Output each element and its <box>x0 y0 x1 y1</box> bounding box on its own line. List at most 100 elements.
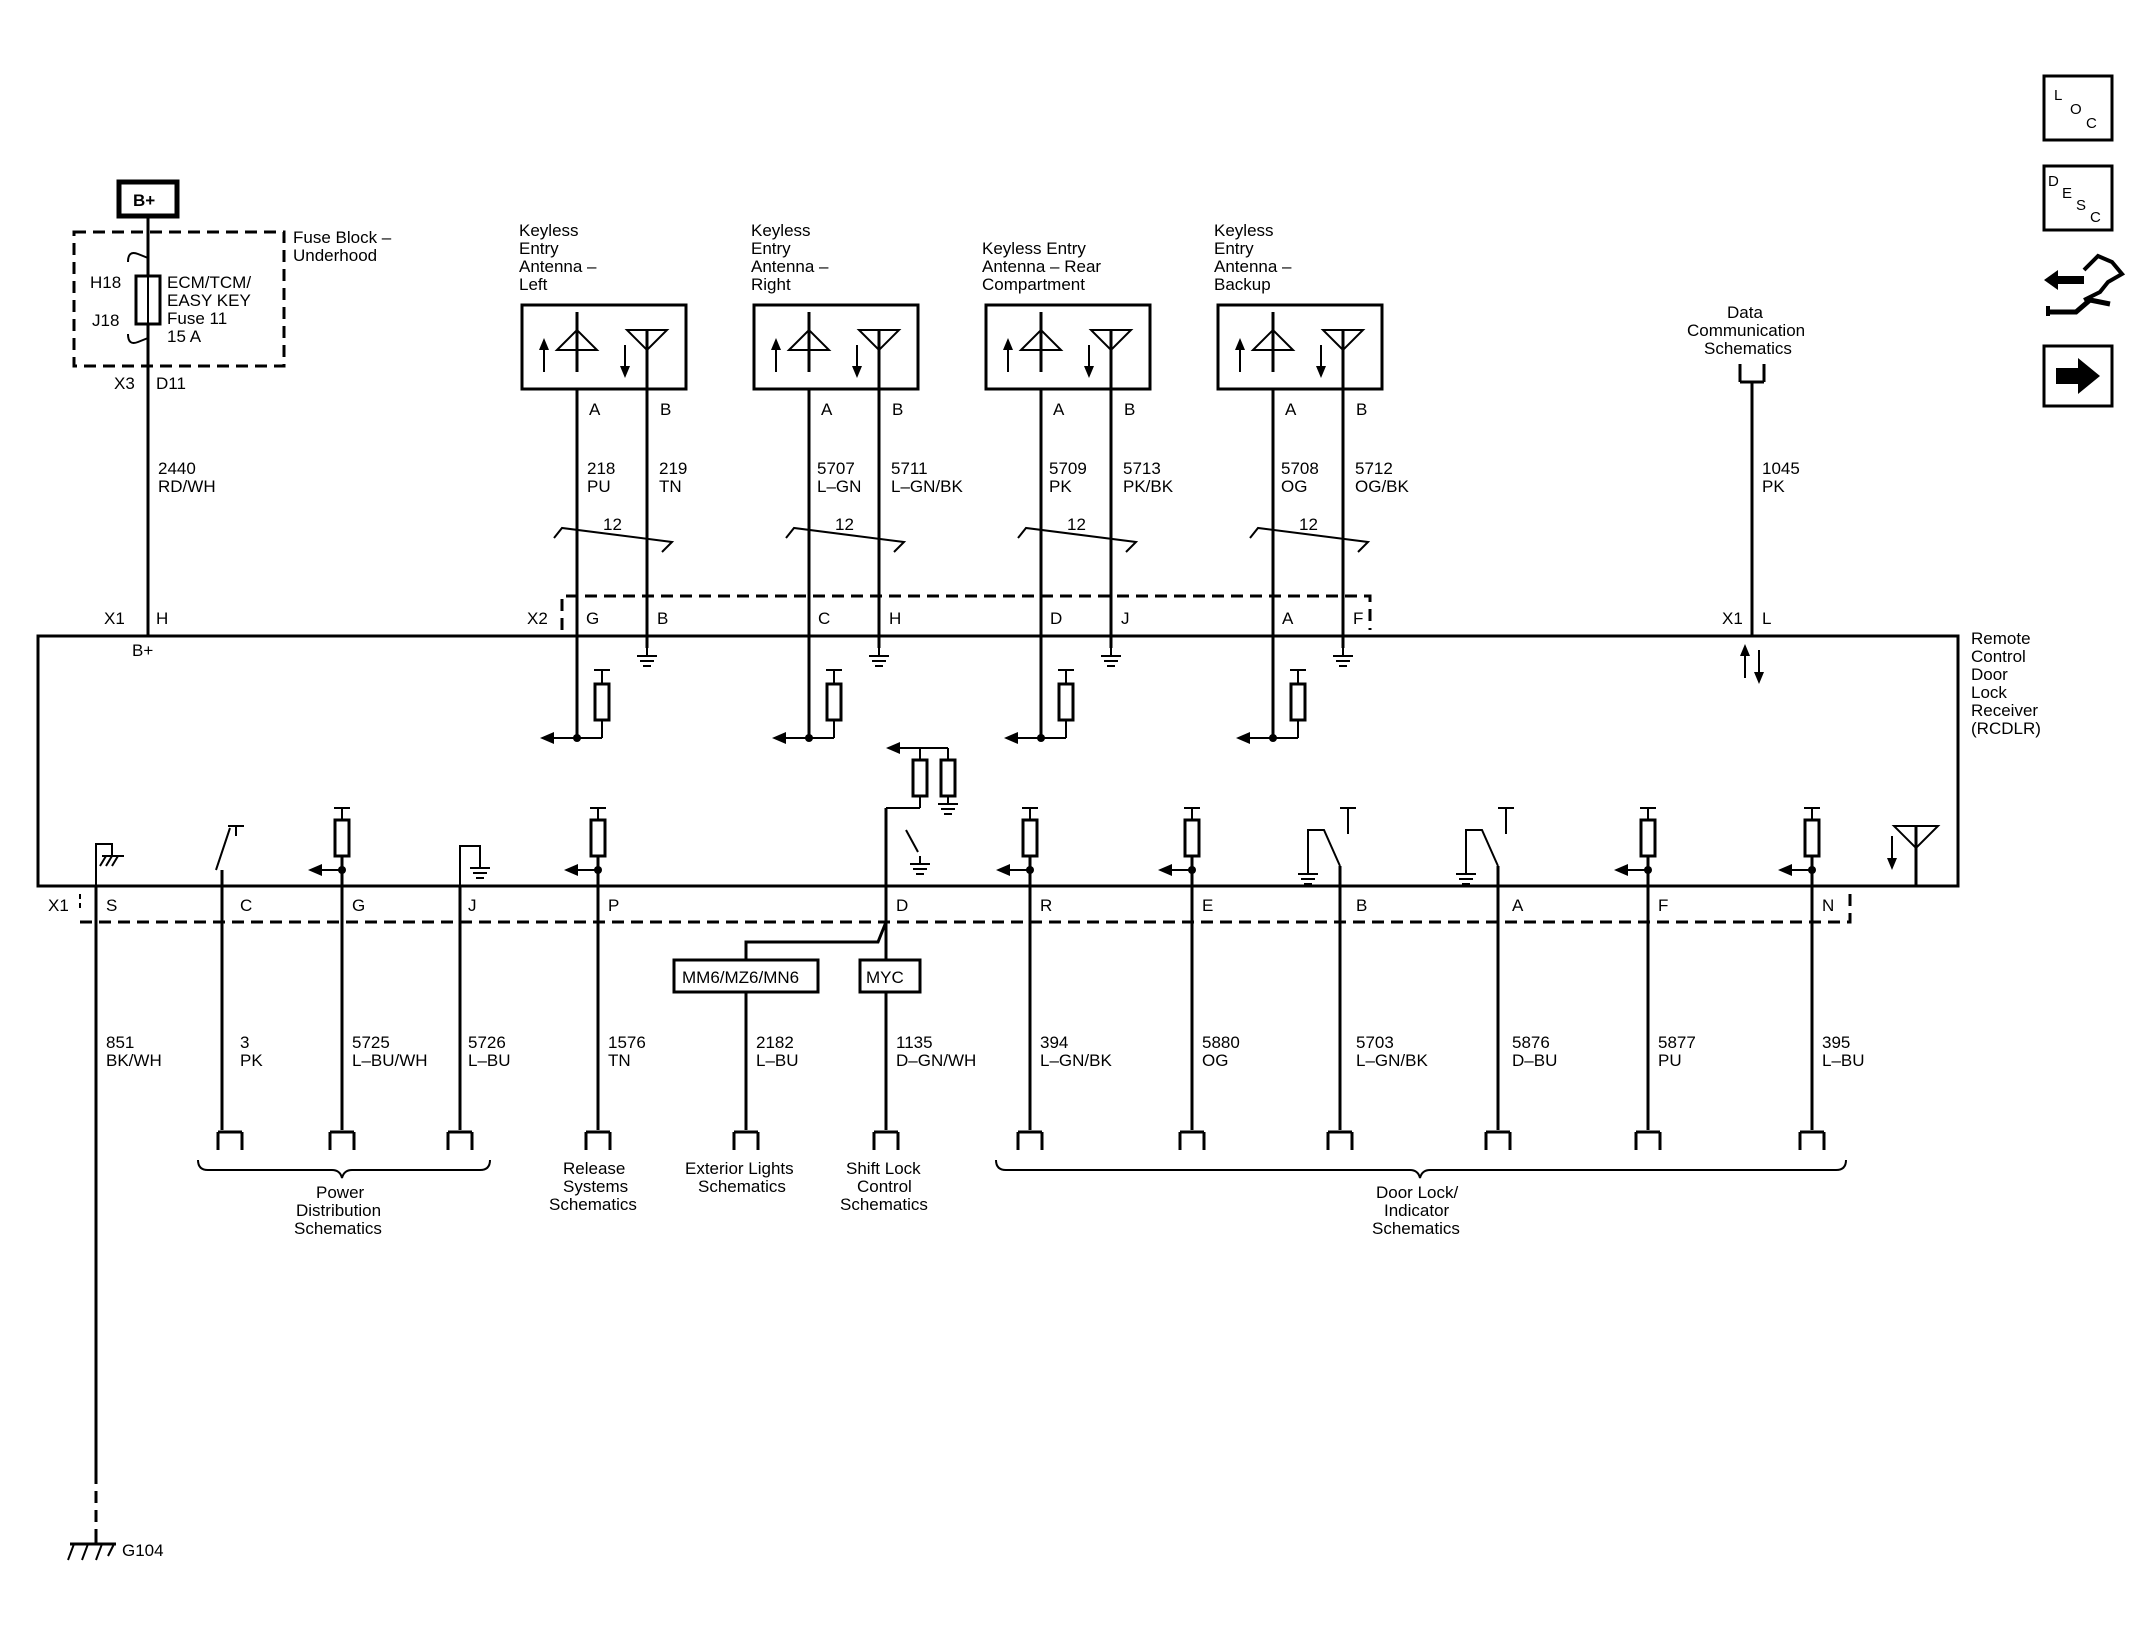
antenna-icon <box>1003 312 1134 389</box>
twist-count: 12 <box>1299 515 1318 534</box>
wire-circuit: 3 <box>240 1033 249 1052</box>
wire-b-circuit: 5712 <box>1355 459 1393 478</box>
dest-release-3: Schematics <box>549 1195 637 1214</box>
resistor <box>593 682 611 722</box>
shift-lock-internal <box>884 742 959 886</box>
antenna-rear-compartment: Keyless Entry Antenna – Rear Compartment… <box>982 239 1174 744</box>
antenna-pin-a: A <box>1053 400 1065 419</box>
wire-color: L–BU <box>468 1051 511 1070</box>
ground-label: G104 <box>122 1541 164 1560</box>
conn-x1-bottom: X1 <box>48 896 69 915</box>
antenna-pin-a: A <box>1285 400 1297 419</box>
data-comm-title-1: Data <box>1727 303 1763 322</box>
antenna-title-line: Left <box>519 275 548 294</box>
pin-b-circuit: B 5703 L–GN/BK <box>1297 807 1428 1152</box>
svg-text:S: S <box>2076 197 2086 214</box>
wire-1045-circuit: 1045 <box>1762 459 1800 478</box>
antenna-pin-a: A <box>589 400 601 419</box>
pin-r-circuit: R 394 L–GN/BK <box>996 807 1112 1152</box>
svg-text:O: O <box>2070 101 2082 118</box>
power-feed: B+ Fuse Block – Underhood H18 J18 ECM/TC… <box>72 179 392 660</box>
module-bplus: B+ <box>132 641 153 660</box>
pin-g-circuit: G 5725 L–BU/WH <box>308 807 428 1152</box>
pin-e-circuit: E 5880 OG <box>1158 807 1240 1152</box>
dest-door-lock-1: Door Lock/ <box>1376 1183 1458 1202</box>
antenna-box <box>984 303 1152 391</box>
antenna-title-line: Antenna – <box>1214 257 1292 276</box>
next-page-icon[interactable] <box>2042 344 2114 408</box>
wire-b-circuit: 219 <box>659 459 687 478</box>
fuse-name-1: ECM/TCM/ <box>167 273 251 292</box>
fuse-block-outline <box>72 230 286 368</box>
resistor <box>1057 682 1075 722</box>
antenna-title-line: Entry <box>1214 239 1254 258</box>
wire-color: D–BU <box>1512 1051 1557 1070</box>
bplus-label: B+ <box>133 191 155 210</box>
brace-power-distribution <box>197 1159 491 1179</box>
dest-shift-lock-1: Shift Lock <box>846 1159 921 1178</box>
antenna-title-line: Compartment <box>982 275 1085 294</box>
option-mm6-mz6-mn6: MM6/MZ6/MN6 2182 L–BU <box>672 958 820 1152</box>
wire-a-color: PU <box>587 477 611 496</box>
antenna-backup: Keyless Entry Antenna – Backup A B 5708 … <box>1214 221 1410 744</box>
pin-label: R <box>1040 896 1052 915</box>
wire-b-color: TN <box>659 477 682 496</box>
wire-a-color: PK <box>1049 477 1072 496</box>
wire-2182-color: L–BU <box>756 1051 799 1070</box>
wire-a-circuit: 5709 <box>1049 459 1087 478</box>
svg-text:L: L <box>2054 87 2062 104</box>
fuse-pin-j18: J18 <box>92 311 119 330</box>
svg-text:C: C <box>2086 115 2097 132</box>
wire-color: L–BU/WH <box>352 1051 428 1070</box>
antenna-title-line: Right <box>751 275 791 294</box>
wire-circuit: 1576 <box>608 1033 646 1052</box>
dest-power-distribution-2: Distribution <box>296 1201 381 1220</box>
x1-connector-outline <box>80 894 1852 924</box>
module-name-line: Remote <box>1971 629 2031 648</box>
wire-color: TN <box>608 1051 631 1070</box>
fuse-pin-h18: H18 <box>90 273 121 292</box>
option-left-label: MM6/MZ6/MN6 <box>682 968 799 987</box>
pin-label: N <box>1822 896 1834 915</box>
desc-icon[interactable]: D E S C <box>2042 164 2114 232</box>
rcdlr-module-box <box>36 634 1960 888</box>
dest-shift-lock-2: Control <box>857 1177 912 1196</box>
conn-x3: X3 <box>114 374 135 393</box>
dest-power-distribution-1: Power <box>316 1183 365 1202</box>
antenna-icon <box>771 312 902 389</box>
wire-a-color: OG <box>1281 477 1307 496</box>
wire-color: PK <box>240 1051 263 1070</box>
option-right-label: MYC <box>866 968 904 987</box>
resistor <box>1289 682 1307 722</box>
pin-label: B <box>1356 896 1367 915</box>
antenna-pin-b: B <box>1356 400 1367 419</box>
antenna-pin-a: A <box>821 400 833 419</box>
wire-circuit: 5703 <box>1356 1033 1394 1052</box>
fuse-name-4: 15 A <box>167 327 202 346</box>
antenna-box <box>520 303 688 391</box>
module-pin-b: F <box>1353 609 1363 628</box>
wire-circuit: 5725 <box>352 1033 390 1052</box>
antenna-icon <box>539 312 670 389</box>
module-name-line: Door <box>1971 665 2008 684</box>
module-name-line: Lock <box>1971 683 2007 702</box>
fuse-name-3: Fuse 11 <box>167 309 227 328</box>
wire-color: D–GN/WH <box>896 1051 976 1070</box>
x2-connector-outline <box>560 594 1372 630</box>
wire-color: BK/WH <box>106 1051 162 1070</box>
wire-a-circuit: 218 <box>587 459 615 478</box>
dest-release-2: Systems <box>563 1177 628 1196</box>
wire-color: L–GN/BK <box>1356 1051 1428 1070</box>
module-name: Remote Control Door Lock Receiver (RCDLR… <box>1971 629 2041 738</box>
pin-label: J <box>468 896 477 915</box>
wire-2440-color: RD/WH <box>158 477 216 496</box>
wire-b-circuit: 5713 <box>1123 459 1161 478</box>
connector-info-icon[interactable] <box>2044 253 2126 316</box>
brace-door-lock <box>995 1159 1847 1179</box>
pin-f-circuit: F 5877 PU <box>1614 807 1696 1152</box>
loc-icon[interactable]: L O C <box>2042 74 2114 142</box>
module-antenna-icon <box>1887 825 1941 886</box>
antenna-title-line: Keyless Entry <box>982 239 1086 258</box>
twisted-pair-mark <box>1249 526 1371 553</box>
